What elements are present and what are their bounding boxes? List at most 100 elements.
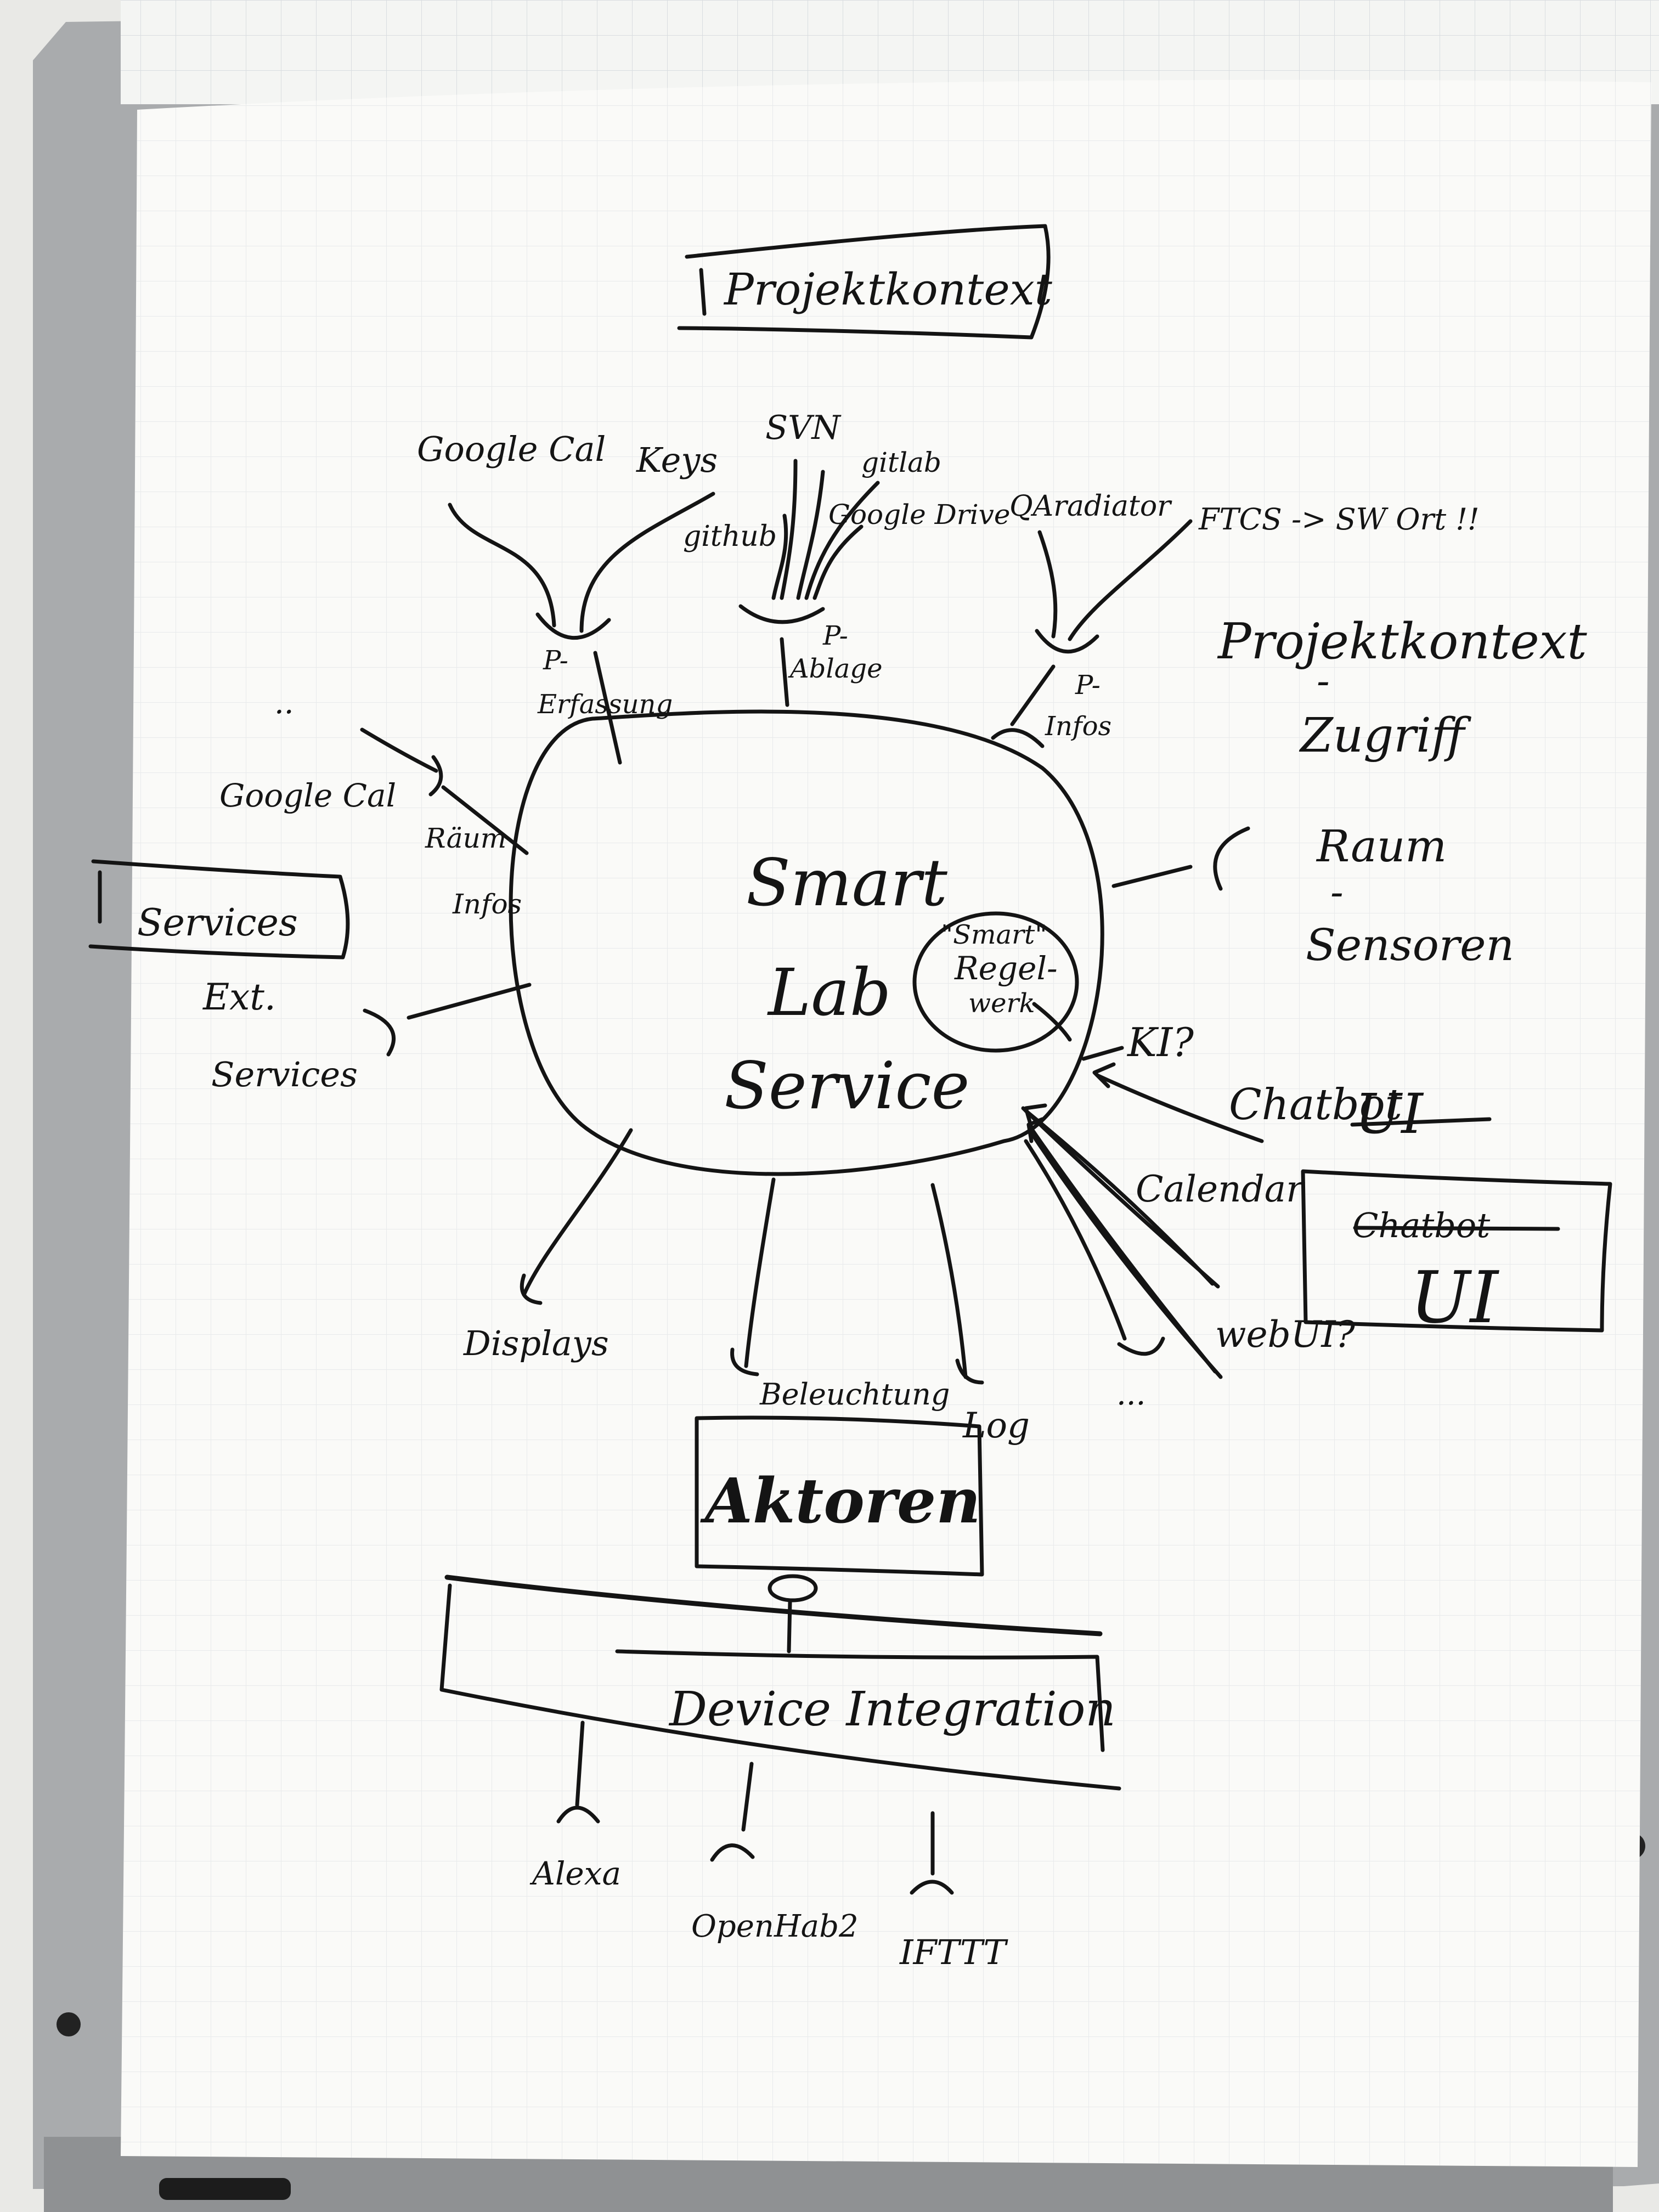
socket-erfassung (535, 612, 611, 640)
link-log (930, 1183, 968, 1379)
link-keys (579, 492, 715, 633)
p-ablage-line-2: Ablage (788, 653, 883, 684)
raum-infos-line-1: Räum (425, 822, 506, 854)
p-erfassung-line-2: Erfassung (537, 689, 673, 720)
device-box-left-bottom (439, 1583, 1121, 1791)
link-googlecal-2 (360, 727, 438, 773)
marker (159, 2178, 291, 2200)
aktoren-box (695, 1415, 984, 1577)
strike-chatbot (1353, 1226, 1560, 1231)
regelwerk-circle (912, 911, 1079, 1053)
chatbot-label: Chatbot (1229, 1080, 1403, 1130)
link-alexa (575, 1720, 585, 1807)
ftcs-label: FTCS -> SW Ort !! (1198, 502, 1480, 537)
projektkontext-title: Projektkontext (723, 264, 1053, 315)
arrow-chatbot (1095, 1073, 1264, 1143)
socket-ablage (738, 604, 825, 624)
qaradiator-label: QAradiator (1009, 490, 1172, 523)
beleuchtung-label: Beleuchtung (759, 1377, 950, 1412)
arrow-calendar-2 (1021, 1106, 1220, 1289)
device-box-inner (615, 1649, 1105, 1752)
raum-infos-line-2: Infos (452, 888, 522, 920)
p-ablage-line-1: P- (822, 620, 848, 651)
center-line-1: Smart (746, 845, 947, 921)
arrowhead-chatbot (1092, 1062, 1116, 1088)
ui-struck-label: UI (1355, 1082, 1424, 1146)
link-svn (771, 514, 788, 600)
calendar-label: Calendar (1136, 1168, 1305, 1210)
regelwerk-line-1: "Smart" (941, 919, 1047, 950)
strike-ui (1350, 1117, 1492, 1127)
link-regelwerk-ki (1032, 1002, 1072, 1042)
center-line-3: Service (724, 1048, 969, 1124)
socket-ext-services (363, 1008, 396, 1057)
google-drive-label: Google Drive (828, 499, 1010, 531)
device-integration-title: Device Integration (668, 1682, 1116, 1737)
arrowhead-webui (1026, 1117, 1045, 1143)
regelwerk-line-2: Regel- (954, 950, 1058, 987)
link-infos-oval (1010, 664, 1056, 726)
ellipsis-left-label: .. (274, 685, 294, 721)
oval-bump (991, 728, 1045, 748)
projektkontext-box (677, 224, 1051, 340)
link-raum-sensoren-oval (1111, 865, 1193, 888)
link-gitlab-2 (804, 481, 880, 600)
ui-box-struck-label: Chatbot (1352, 1205, 1490, 1245)
svn-label: SVN (765, 409, 842, 447)
link-openhab (741, 1762, 754, 1832)
arrowhead-beleuchtung (730, 1347, 759, 1376)
link-ablage-oval (780, 637, 789, 707)
link-svn-2 (780, 459, 798, 600)
ki-label: KI? (1126, 1019, 1194, 1065)
link-ftcs (1068, 519, 1193, 641)
keys-label: Keys (636, 440, 718, 480)
p-infos-line-2: Infos (1045, 711, 1111, 742)
aktoren-interface (768, 1574, 818, 1602)
ext-services-line-1: Ext. (202, 976, 276, 1018)
link-beleuchtung (744, 1177, 776, 1368)
projektkontext-bar (699, 268, 707, 316)
p-erfassung-line-1: P- (543, 645, 568, 676)
link-displays (522, 1128, 633, 1297)
github-label: github (683, 520, 777, 553)
projektkontext-right-dash: - (1317, 658, 1330, 703)
alexa-label: Alexa (529, 1855, 621, 1892)
arrowhead-ellipsis (1117, 1336, 1165, 1356)
projektkontext-right-line-1: Projektkontext (1217, 613, 1588, 670)
arrowhead-displays (520, 1273, 543, 1305)
socket-raum-sensoren (1213, 826, 1250, 891)
ui-box (1301, 1169, 1612, 1333)
arrow-webui-2 (1029, 1131, 1223, 1379)
projektkontext-right-line-2: Zugriff (1299, 708, 1472, 763)
socket-raum-infos (428, 755, 443, 797)
webui-label: webUI? (1215, 1313, 1355, 1356)
openhab-label: OpenHab2 (691, 1909, 859, 1944)
link-raum-infos-oval (441, 785, 529, 855)
sketch-labels: Projektkontext Smart Lab Service "Smart"… (137, 264, 1588, 1972)
socket-openhab (710, 1843, 755, 1862)
link-ki (1081, 1046, 1124, 1061)
ifttt-label: IFTTT (899, 1932, 1009, 1972)
google-cal-2-label: Google Cal (219, 777, 396, 814)
google-cal-label: Google Cal (417, 429, 606, 469)
link-qaradiator (1037, 530, 1058, 639)
link-googlecal (448, 503, 556, 628)
link-ext-services-oval (407, 983, 532, 1020)
arrow-ellipsis (1024, 1139, 1127, 1341)
central-oval (509, 709, 1104, 1176)
sketch-lines (88, 224, 1612, 1895)
center-line-2: Lab (767, 955, 891, 1030)
arrowhead-log (955, 1358, 984, 1385)
device-box-top (444, 1575, 1103, 1637)
regelwerk-line-3: werk (968, 988, 1035, 1019)
frame-screw (57, 2012, 81, 2036)
socket-infos (1035, 629, 1099, 654)
ext-services-line-2: Services (211, 1054, 358, 1094)
services-box (88, 859, 350, 960)
link-gdrive (812, 524, 864, 600)
services-title: Services (137, 901, 298, 945)
raum-right-line-1: Raum (1316, 821, 1447, 872)
ui-box-label: UI (1410, 1256, 1500, 1339)
gitlab-label: gitlab (861, 447, 941, 478)
